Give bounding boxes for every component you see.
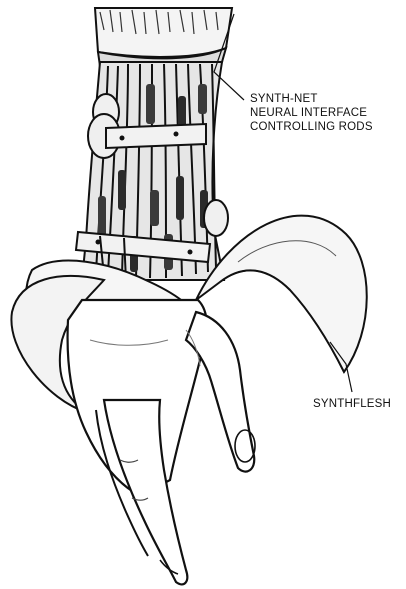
upper-brace bbox=[106, 124, 206, 148]
synthnet-label-line-2: NEURAL INTERFACE bbox=[250, 106, 373, 120]
synthnet-label-line-3: CONTROLLING RODS bbox=[250, 120, 373, 134]
synthflesh-hand bbox=[68, 300, 255, 584]
synthnet-label-line-1: SYNTH-NET bbox=[250, 92, 373, 106]
synthflesh-callout: SYNTHFLESH bbox=[313, 397, 391, 411]
synthnet-callout: SYNTH-NET NEURAL INTERFACE CONTROLLING R… bbox=[250, 92, 373, 134]
